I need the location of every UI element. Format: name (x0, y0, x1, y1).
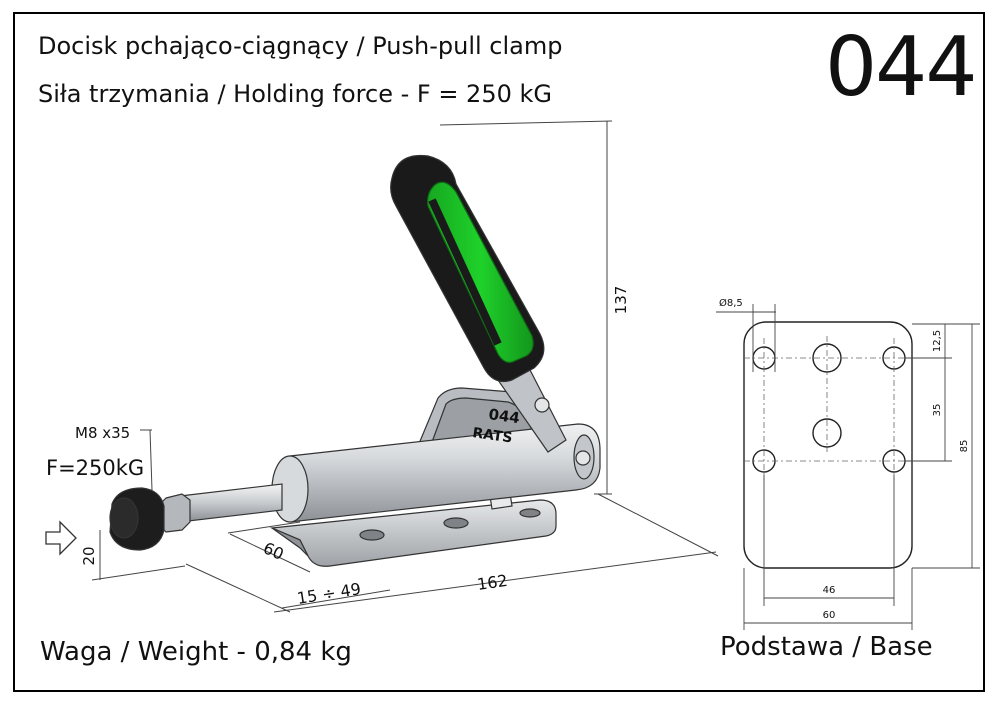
base-dim-width: 60 (823, 610, 836, 621)
base-dim-height: 85 (959, 440, 970, 453)
base-caption: Podstawa / Base (720, 632, 933, 662)
title-line-2: Siła trzymania / Holding force - F = 250… (38, 80, 552, 108)
base-dimensions (716, 304, 980, 630)
base-dim-hole-spacing-h: 46 (823, 585, 836, 596)
body-marking-2: RATS (471, 425, 513, 446)
thread-label: M8 x35 (75, 424, 130, 442)
dim-left-20: 20 (80, 546, 98, 565)
dim-total-162: 162 (476, 571, 509, 594)
clamp-illustration: 044 RATS (109, 154, 601, 567)
dim-base-60: 60 (260, 538, 286, 564)
clamp-rod (179, 483, 283, 523)
clamp-cylinder (289, 423, 601, 523)
base-hole (443, 517, 469, 529)
base-centerlines (744, 336, 912, 480)
title-line-1: Docisk pchająco-ciągnący / Push-pull cla… (38, 32, 563, 60)
base-hole (519, 508, 541, 518)
push-arrow-icon (45, 520, 77, 556)
base-dim-hole-spacing-v: 35 (932, 404, 943, 417)
drawing-frame (13, 12, 985, 692)
base-dim-edge-offset: 12,5 (932, 330, 943, 352)
dim-stroke: 15 ÷ 49 (296, 579, 362, 608)
weight-label: Waga / Weight - 0,84 kg (40, 637, 352, 667)
base-view-hole (812, 418, 842, 448)
base-outline (743, 321, 913, 569)
base-view-hole (812, 343, 842, 373)
base-hole (359, 529, 385, 541)
base-dim-hole-dia: Ø8,5 (719, 297, 743, 309)
body-marking-1: 044 (487, 405, 521, 427)
model-code: 044 (825, 20, 978, 115)
handle-green-insert (427, 181, 534, 363)
base-plate-view (743, 321, 913, 569)
dim-height-137: 137 (612, 286, 630, 315)
pivot-pin (575, 450, 591, 466)
clamp-base-plate (269, 499, 557, 567)
clamp-dimensions (91, 120, 719, 613)
force-label: F=250kG (46, 456, 144, 480)
